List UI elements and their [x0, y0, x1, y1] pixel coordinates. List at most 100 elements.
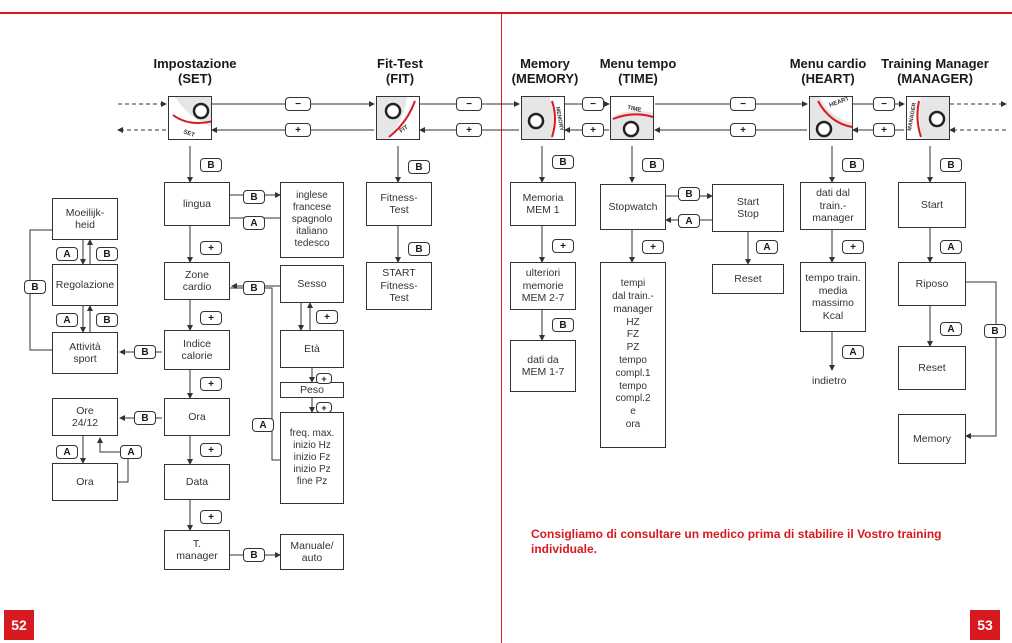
device-label-fit: FIT [399, 124, 410, 134]
key-b[interactable]: B [243, 548, 265, 562]
box-memory-manager: Memory [898, 414, 966, 464]
device-icon-time: TIME [610, 96, 654, 140]
key-b[interactable]: B [408, 160, 430, 174]
box-start-fitness-test: START Fitness- Test [366, 262, 432, 310]
watch-face-icon: SET [169, 97, 211, 139]
box-reset-time: Reset [712, 264, 784, 294]
box-start-stop: Start Stop [712, 184, 784, 232]
key-plus[interactable]: + [200, 510, 222, 524]
key-plus[interactable]: + [642, 240, 664, 254]
key-plus[interactable]: + [873, 123, 895, 137]
key-plus[interactable]: + [200, 443, 222, 457]
box-riposo: Riposo [898, 262, 966, 306]
key-minus[interactable]: − [582, 97, 604, 111]
key-plus[interactable]: + [200, 377, 222, 391]
key-b[interactable]: B [243, 190, 265, 204]
box-memoria-mem1: Memoria MEM 1 [510, 182, 576, 226]
box-ore-24-12: Ore 24/12 [52, 398, 118, 436]
box-data: Data [164, 464, 230, 500]
watch-face-icon: HEART [815, 97, 852, 138]
key-minus[interactable]: − [873, 97, 895, 111]
key-a[interactable]: A [252, 418, 274, 432]
box-ora-format: Ora [52, 463, 118, 501]
label-indietro: indietro [812, 375, 847, 387]
key-plus[interactable]: + [316, 402, 332, 413]
device-label-set: SET [182, 129, 195, 139]
device-icon-manager: MANAGER [906, 96, 950, 140]
box-fitness-test: Fitness- Test [366, 182, 432, 226]
key-a[interactable]: A [940, 240, 962, 254]
key-b[interactable]: B [678, 187, 700, 201]
key-b[interactable]: B [134, 411, 156, 425]
device-icon-heart: HEART [809, 96, 853, 140]
header-heart: Menu cardio (HEART) [789, 56, 867, 86]
key-plus[interactable]: + [200, 311, 222, 325]
key-b[interactable]: B [96, 247, 118, 261]
key-plus[interactable]: + [200, 241, 222, 255]
device-icon-set: SET [168, 96, 212, 140]
device-label-manager: MANAGER [907, 102, 918, 131]
box-eta: Età [280, 330, 344, 368]
key-a[interactable]: A [56, 313, 78, 327]
box-ulteriori-memorie: ulteriori memorie MEM 2-7 [510, 262, 576, 310]
key-b[interactable]: B [642, 158, 664, 172]
key-a[interactable]: A [940, 322, 962, 336]
box-manuale-auto: Manuale/ auto [280, 534, 344, 570]
key-b[interactable]: B [552, 318, 574, 332]
device-label-time: TIME [627, 105, 642, 114]
header-set: Impostazione (SET) [153, 56, 237, 86]
key-plus[interactable]: + [730, 123, 756, 137]
box-freq-max: freq. max. inizio Hz inizio Fz inizio Pz… [280, 412, 344, 504]
key-b[interactable]: B [134, 345, 156, 359]
box-regolazione: Regolazione [52, 264, 118, 306]
box-peso: Peso [280, 382, 344, 398]
page-number-right: 53 [970, 610, 1000, 640]
key-minus[interactable]: − [456, 97, 482, 111]
box-stopwatch: Stopwatch [600, 184, 666, 230]
box-dati-da-mem: dati da MEM 1-7 [510, 340, 576, 392]
watch-face-icon: MEMORY [527, 97, 564, 139]
box-lingua: lingua [164, 182, 230, 226]
key-plus[interactable]: + [285, 123, 311, 137]
key-a[interactable]: A [678, 214, 700, 228]
box-dati-dal-train: dati dal train.- manager [800, 182, 866, 230]
box-start-manager: Start [898, 182, 966, 228]
key-plus[interactable]: + [582, 123, 604, 137]
watch-face-icon: FIT [384, 97, 419, 139]
device-icon-memory: MEMORY [521, 96, 565, 140]
header-memory: Memory (MEMORY) [511, 56, 579, 86]
box-tempo-train: tempo train. media massimo Kcal [800, 262, 866, 332]
key-minus[interactable]: − [285, 97, 311, 111]
box-zone-cardio: Zone cardio [164, 262, 230, 300]
key-plus[interactable]: + [456, 123, 482, 137]
key-b[interactable]: B [200, 158, 222, 172]
box-sesso: Sesso [280, 265, 344, 303]
device-label-heart: HEART [829, 97, 851, 109]
key-minus[interactable]: − [730, 97, 756, 111]
watch-face-icon: MANAGER [907, 97, 946, 139]
key-plus[interactable]: + [842, 240, 864, 254]
key-b[interactable]: B [984, 324, 1006, 338]
key-a[interactable]: A [756, 240, 778, 254]
box-indice-calorie: Indice calorie [164, 330, 230, 370]
key-plus[interactable]: + [316, 310, 338, 324]
key-a[interactable]: A [56, 445, 78, 459]
key-b[interactable]: B [842, 158, 864, 172]
key-b[interactable]: B [243, 281, 265, 295]
key-b[interactable]: B [96, 313, 118, 327]
key-b[interactable]: B [408, 242, 430, 256]
box-attivita: Attività sport [52, 332, 118, 374]
key-a[interactable]: A [56, 247, 78, 261]
top-rule [0, 12, 1012, 14]
key-plus[interactable]: + [552, 239, 574, 253]
header-manager: Training Manager (MANAGER) [881, 56, 989, 86]
page-number-left: 52 [4, 610, 34, 640]
key-b[interactable]: B [940, 158, 962, 172]
key-b[interactable]: B [552, 155, 574, 169]
key-a[interactable]: A [243, 216, 265, 230]
key-a[interactable]: A [120, 445, 142, 459]
key-plus[interactable]: + [316, 373, 332, 384]
key-a[interactable]: A [842, 345, 864, 359]
header-time: Menu tempo (TIME) [599, 56, 677, 86]
key-b[interactable]: B [24, 280, 46, 294]
